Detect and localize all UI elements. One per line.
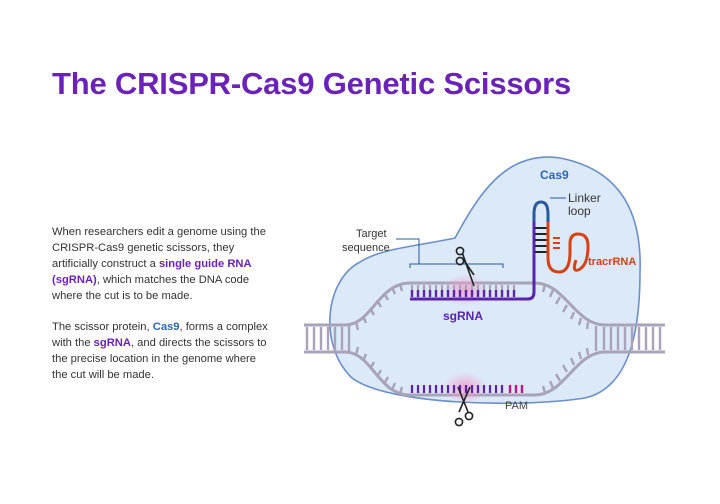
dna-base-pairs-left: [305, 283, 404, 395]
paragraph-text: When researchers edit a genome using the…: [52, 226, 266, 270]
paragraph-sgrna: When researchers edit a genome using the…: [52, 224, 274, 304]
target-sequence-label: sequence: [342, 242, 390, 254]
target-sequence-label: Target: [356, 228, 387, 240]
tracrrna-strand: [546, 232, 590, 274]
sgrna-spacer: [410, 290, 516, 297]
bottom-dna-bases: [410, 385, 504, 393]
sgrna-label: sgRNA: [443, 309, 483, 323]
linker-loop-label: Linker: [568, 191, 601, 205]
cas9-term: Cas9: [152, 321, 180, 333]
tracrrna-stem-rungs: [553, 237, 560, 249]
paragraph-text: , forms a complex with the: [52, 321, 268, 349]
paragraph-text: , and directs the scissors to the precis…: [52, 337, 267, 381]
linker-loop-label: loop: [568, 204, 591, 218]
paragraph-cas9: The scissor protein, Cas9, forms a compl…: [52, 319, 274, 383]
paragraph-text: , which matches the DNA code where the c…: [52, 274, 250, 302]
sgrna-term: sgRNA: [93, 337, 131, 349]
scissors-icon: [455, 246, 475, 287]
tracrrna-label: tracrRNA: [588, 256, 636, 268]
target-dna-bases: [410, 285, 516, 290]
paragraph-text: The scissor protein,: [52, 321, 153, 333]
pam-label: PAM: [505, 400, 528, 412]
scissors-icon: [454, 386, 474, 427]
cas9-protein: [329, 156, 641, 405]
target-label-leader: [396, 238, 420, 264]
linker-loop: [532, 200, 550, 222]
dna-base-pairs-right: [541, 284, 662, 394]
cas9-label: Cas9: [540, 168, 569, 182]
page-title: The CRISPR-Cas9 Genetic Scissors: [52, 66, 572, 101]
pam-bases: [508, 385, 524, 393]
hairpin-stem-rungs: [535, 227, 547, 253]
sgrna-backbone: [410, 222, 536, 301]
sgrna-term: single guide RNA (sgRNA): [52, 258, 252, 286]
target-sequence-bracket: [409, 263, 504, 268]
